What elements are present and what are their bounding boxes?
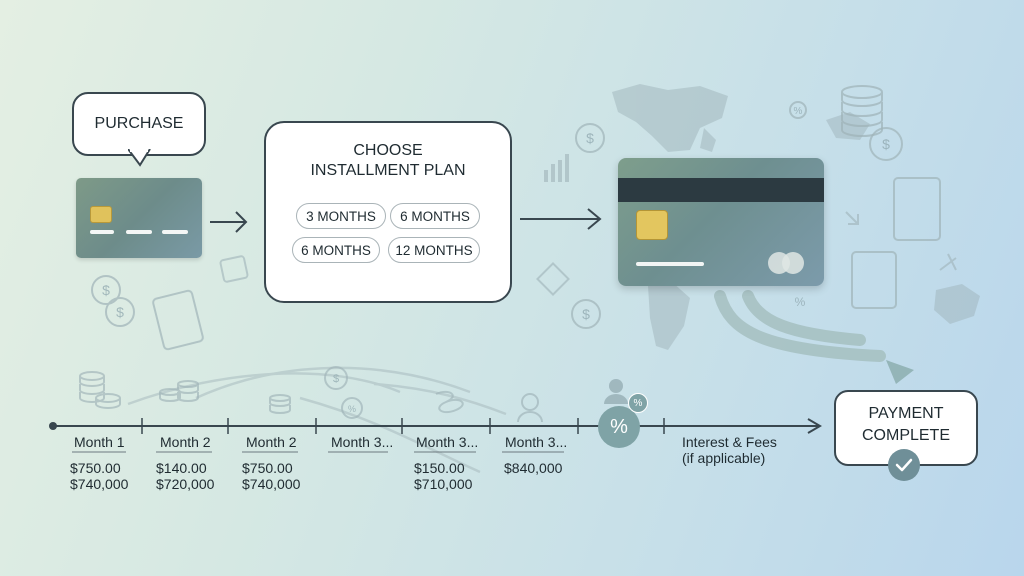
svg-text:%: %	[795, 295, 806, 309]
interest-fees-note: Interest & Fees (if applicable)	[682, 434, 777, 466]
card-chip-icon	[636, 210, 668, 240]
timeline-month-amount: $750.00	[242, 460, 293, 476]
dollar-coin-icon	[91, 275, 121, 305]
dollar-coin-icon	[105, 297, 135, 327]
plan-option-6-months[interactable]: 6 MONTHS	[292, 237, 380, 263]
percent-badge-symbol: %	[633, 397, 643, 409]
flow-arrow-icon	[714, 290, 886, 362]
timeline-month-total: $740,000	[70, 476, 129, 492]
person-icon	[521, 393, 539, 411]
dollar-coin-icon	[571, 299, 601, 329]
timeline-month-total: $740,000	[242, 476, 301, 492]
coin-stack-icon	[159, 380, 199, 402]
interest-percent-icon: %	[598, 406, 640, 448]
percent-badge-icon	[789, 101, 807, 119]
coin-stack-icon	[269, 394, 291, 414]
timeline-month-label: Month 3...	[416, 434, 479, 450]
timeline-start-dot	[49, 422, 57, 430]
card-number-dash	[126, 230, 152, 234]
callout-tail	[128, 149, 151, 167]
card-logo-icon	[782, 252, 804, 274]
svg-text:$: $	[333, 373, 339, 385]
satellite-icon	[939, 253, 957, 271]
checkmark-icon	[888, 449, 920, 481]
complete-line2: COMPLETE	[861, 427, 950, 444]
plan-option-6-months[interactable]: 6 MONTHS	[390, 203, 480, 229]
dollar-coin-icon	[324, 366, 348, 390]
timeline-month-amount: $140.00	[156, 460, 207, 476]
svg-text:$: $	[582, 306, 590, 322]
svg-text:$: $	[586, 130, 594, 146]
percent-symbol: %	[610, 415, 628, 438]
timeline-month-amount: $150.00	[414, 460, 465, 476]
calculator-icon	[893, 177, 941, 241]
purchase-callout: PURCHASE	[72, 92, 206, 156]
safe-icon	[219, 255, 249, 283]
purchase-label: PURCHASE	[94, 115, 184, 132]
svg-text:%: %	[348, 404, 356, 414]
magnetic-stripe	[618, 178, 824, 202]
timeline-month-label: Month 2	[246, 434, 297, 450]
svg-text:%: %	[794, 106, 803, 117]
credit-card-small	[76, 178, 202, 258]
timeline-month-total: $710,000	[414, 476, 473, 492]
svg-text:$: $	[116, 304, 124, 320]
coin-stack-icon	[841, 85, 883, 137]
installment-plan-panel: CHOOSE INSTALLMENT PLAN 3 MONTHS 6 MONTH…	[264, 121, 512, 303]
diamond-icon	[536, 262, 570, 296]
interest-line2: (if applicable)	[682, 450, 766, 466]
timeline-month-amount: $840,000	[504, 460, 563, 476]
plan-option-3-months[interactable]: 3 MONTHS	[296, 203, 386, 229]
card-number-line	[636, 262, 704, 266]
svg-text:$: $	[102, 282, 110, 298]
plan-title-line1: CHOOSE	[353, 142, 423, 159]
timeline-month-label: Month 3...	[331, 434, 394, 450]
percent-badge-icon: %	[628, 393, 648, 413]
dollar-coin-icon	[575, 123, 605, 153]
bar-chart-icon	[544, 154, 569, 182]
card-chip-icon	[90, 206, 112, 223]
plan-title-line2: INSTALLMENT PLAN	[310, 162, 466, 179]
interest-line1: Interest & Fees	[682, 434, 777, 450]
calculator-icon	[851, 251, 897, 309]
timeline-month-label: Month 1	[74, 434, 125, 450]
complete-line1: PAYMENT	[868, 405, 944, 422]
dollar-coin-icon	[869, 127, 903, 161]
percent-coin-icon	[341, 397, 363, 419]
person-icon	[604, 379, 628, 404]
credit-card-large	[618, 158, 824, 286]
card-number-dash	[90, 230, 114, 234]
timeline-month-label: Month 3...	[505, 434, 568, 450]
spring-icon	[435, 390, 464, 414]
arrow-down-icon	[845, 211, 859, 225]
calculator-icon	[152, 289, 204, 351]
timeline-month-amount: $750.00	[70, 460, 121, 476]
card-number-dash	[162, 230, 188, 234]
coin-stack-icon	[79, 371, 121, 409]
plan-option-12-months[interactable]: 12 MONTHS	[388, 237, 480, 263]
world-map-icon	[612, 84, 980, 350]
svg-text:$: $	[882, 136, 890, 152]
timeline-month-label: Month 2	[160, 434, 211, 450]
timeline-month-total: $720,000	[156, 476, 215, 492]
